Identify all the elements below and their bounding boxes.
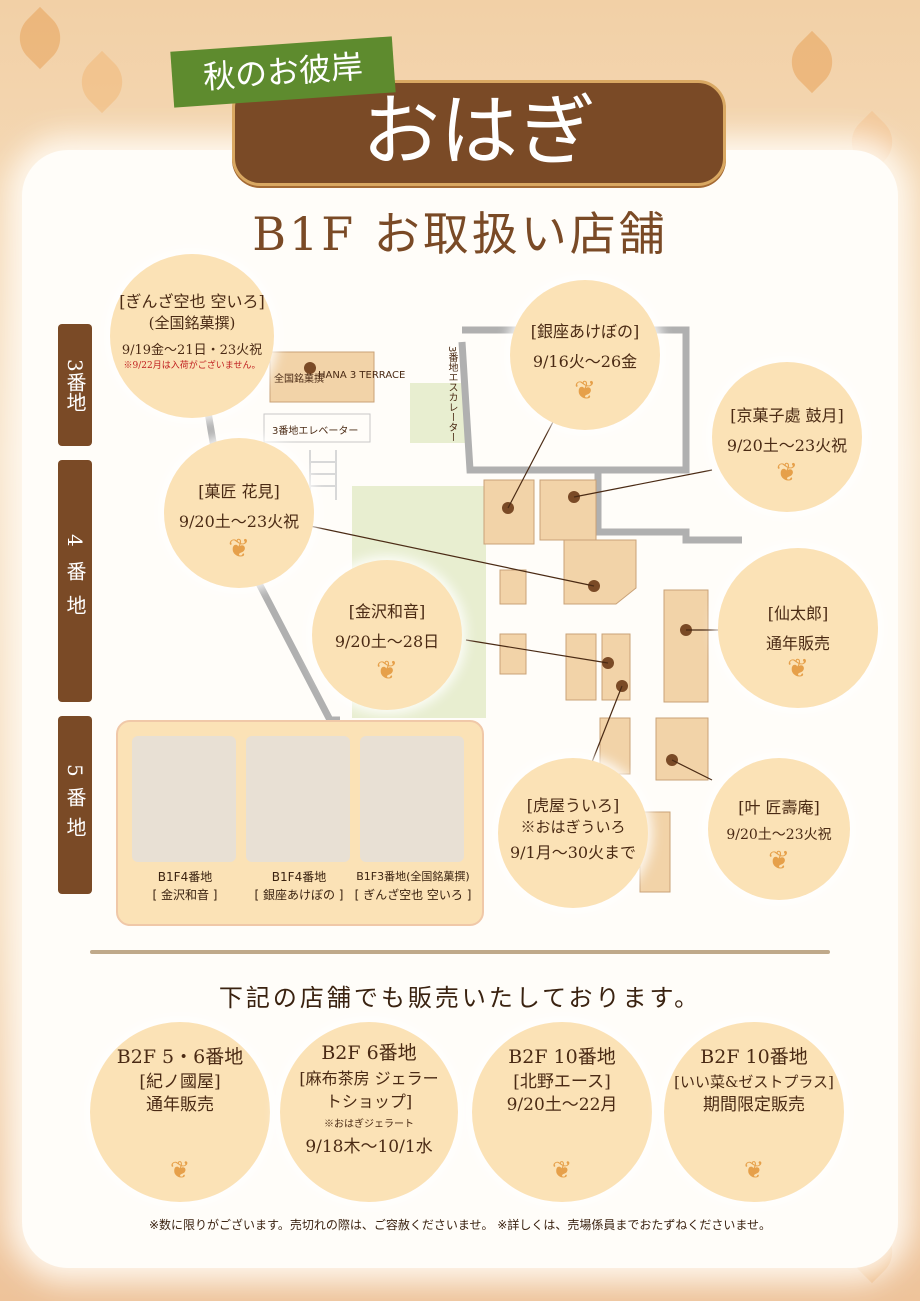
notice-text: 下記の店舗でも販売いたしております。 (218, 984, 702, 1012)
photo-caption: B1F3番地(全国銘菓撰) [ ぎんざ空也 空いろ ] (354, 870, 472, 902)
ohagi-photo (132, 736, 236, 862)
sidebar-block-3: 3番地 (58, 324, 92, 446)
shop-circle-sentaro: [仙太郎] 通年販売 ❦ (718, 548, 878, 708)
shop-circle-akebono: [銀座あけぼの] 9/16火〜26金 ❦ (510, 280, 660, 430)
divider (90, 950, 830, 954)
other-shop-circle: B2F 5・6番地 [紀ノ國屋] 通年販売 ❦ (90, 1022, 270, 1202)
brand-label: HANA 3 TERRACE (318, 370, 406, 381)
maple-leaf-icon (780, 30, 844, 94)
maple-leaf-icon: ❦ (169, 1156, 191, 1184)
maple-leaf-icon: ❦ (376, 656, 398, 686)
maple-leaf-icon: ❦ (776, 458, 798, 488)
other-shop-circle: B2F 6番地 [麻布茶房 ジェラートショップ] ※おはぎジェラート 9/18木… (280, 1022, 458, 1202)
shop-circle-kuuya: [ぎんざ空也 空いろ] (全国銘菓撰) 9/19金〜21日・23火祝 ※9/22… (110, 254, 274, 418)
ohagi-photo (246, 736, 350, 862)
photo-caption: B1F4番地 [ 銀座あけぼの ] (254, 870, 344, 902)
sidebar-block-5: 5番地 (58, 716, 92, 894)
brand-label: 全国銘菓撰 (274, 374, 324, 385)
maple-leaf-icon: ❦ (228, 534, 250, 564)
sidebar-block-4: 4番地 (58, 460, 92, 702)
shop-circle-kanou: [叶 匠壽庵] 9/20土〜23火祝 ❦ (708, 758, 850, 900)
escalator-label: 3番地エスカレーター (446, 346, 457, 443)
footnote: ※数に限りがございます。売切れの際は、ご容赦くださいませ。 ※詳しくは、売場係員… (148, 1218, 771, 1232)
elevator-label: 3番地エレベーター (272, 426, 359, 437)
shop-circle-kogetsu: [京菓子處 鼓月] 9/20土〜23火祝 ❦ (712, 362, 862, 512)
shop-circle-hanami: [菓匠 花見] 9/20土〜23火祝 ❦ (164, 438, 314, 588)
maple-leaf-icon (70, 50, 134, 114)
other-shop-circle: B2F 10番地 [北野エース] 9/20土〜22月 ❦ (472, 1022, 652, 1202)
ohagi-photo (360, 736, 464, 862)
maple-leaf-icon: ❦ (743, 1156, 765, 1184)
photo-panel: B1F4番地 [ 金沢和音 ] B1F4番地 [ 銀座あけぼの ] B1F3番地… (116, 720, 484, 926)
maple-leaf-icon (8, 6, 72, 70)
page-heading: B1F お取扱い店舗 (252, 207, 668, 261)
other-shop-circle: B2F 10番地 [いい菜&ゼストプラス] 期間限定販売 ❦ (664, 1022, 844, 1202)
shop-circle-toraya: [虎屋ういろ] ※おはぎういろ 9/1月〜30火まで (498, 758, 648, 908)
shop-circle-waon: [金沢和音] 9/20土〜28日 ❦ (312, 560, 462, 710)
maple-leaf-icon: ❦ (768, 846, 790, 876)
maple-leaf-icon: ❦ (574, 376, 596, 406)
maple-leaf-icon: ❦ (551, 1156, 573, 1184)
photo-caption: B1F4番地 [ 金沢和音 ] (152, 870, 218, 902)
maple-leaf-icon: ❦ (787, 654, 809, 684)
